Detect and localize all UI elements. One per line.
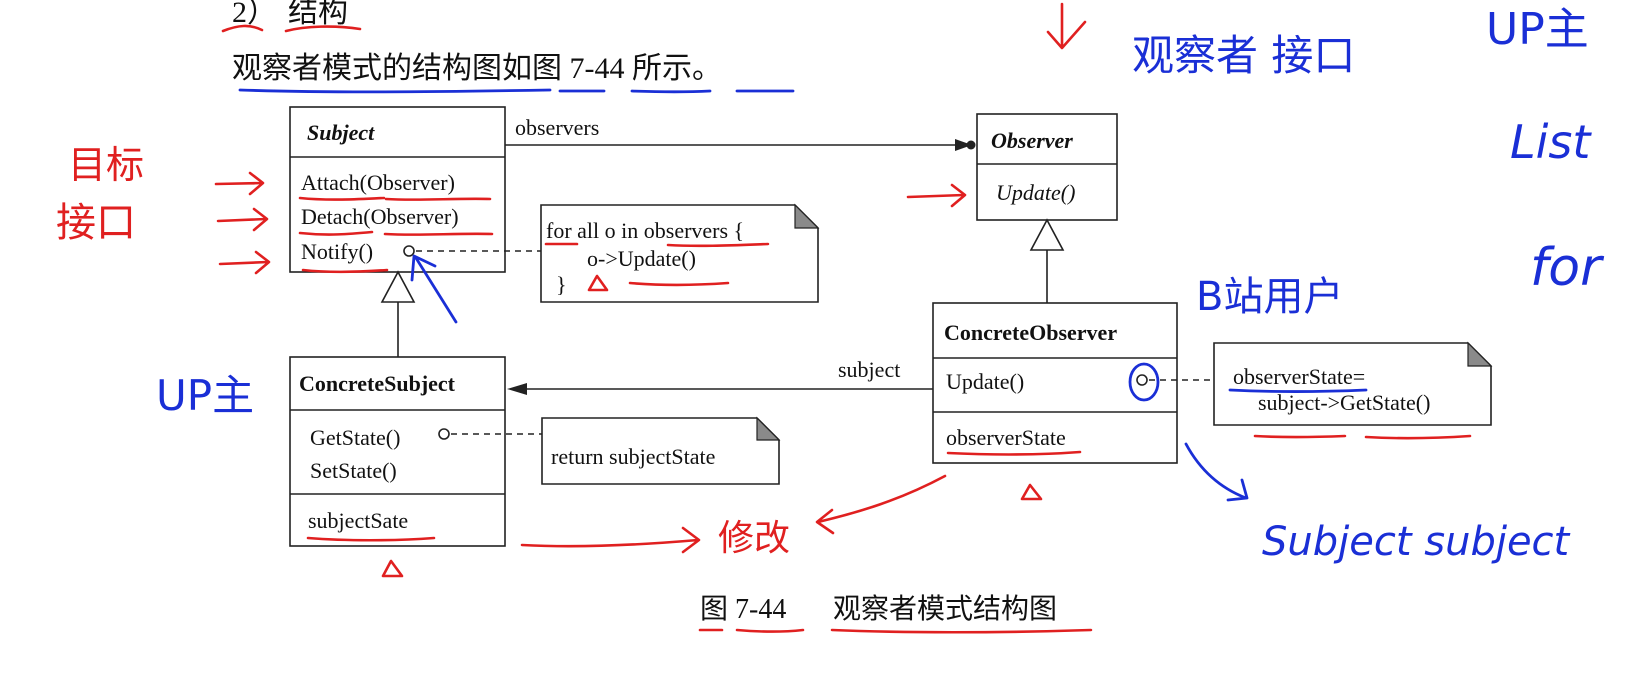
concrete-subject-class: ConcreteSubject GetState() SetState() su… (289, 356, 506, 547)
observer-class: Observer Update() (976, 113, 1118, 221)
subject-class-name: Subject (307, 120, 375, 145)
note-notify-connector (403, 245, 541, 257)
annotation-up-left: UP主 (156, 371, 254, 420)
concrete-observer-class-name: ConcreteObserver (944, 320, 1117, 345)
intro-text: 观察者模式的结构图如图 7-44 所示。 (232, 52, 722, 85)
subject-class: Subject Attach(Observer) Detach(Observer… (289, 106, 506, 273)
blue-annotations (238, 88, 1368, 502)
concrete-observer-class: ConcreteObserver Update() observerState (932, 302, 1178, 464)
concrete-subject-field-state: subjectSate (308, 508, 408, 533)
section-number: 2） (232, 0, 277, 29)
note-notify-line-2: o->Update() (587, 246, 696, 271)
red-down-arrow-top (1046, 2, 1087, 50)
concrete-observer-method-update: Update() (946, 369, 1024, 394)
section-title: 结构 (288, 0, 348, 29)
annotation-for: for (1530, 238, 1605, 298)
concrete-observer-field-state: observerState (946, 425, 1066, 450)
concrete-subject-method-getstate: GetState() (310, 425, 400, 450)
note-getstate-connector (438, 428, 542, 440)
figure-number: 图 7-44 (700, 594, 786, 625)
note-update: observerState= subject->GetState() (1213, 341, 1493, 426)
annotation-interface: 接口 (56, 200, 136, 246)
note-notify-line-1: for all o in observers { (546, 218, 744, 243)
inheritance-concrete-subject (380, 270, 416, 357)
observer-class-name: Observer (991, 128, 1073, 153)
red-annotations (214, 24, 1472, 634)
annotation-observer-interface: 观察者 接口 (1132, 31, 1355, 80)
note-getstate-line-1: return subjectState (551, 444, 715, 469)
observers-association: observers (505, 115, 976, 151)
concrete-subject-class-name: ConcreteSubject (299, 371, 456, 396)
figure-caption: 观察者模式结构图 (833, 593, 1057, 625)
annotation-b-user: B站用户 (1196, 274, 1343, 320)
observer-method-update: Update() (996, 180, 1075, 205)
note-getstate: return subjectState (541, 416, 781, 485)
subject-association-label: subject (838, 357, 900, 382)
annotation-up-top: UP主 (1486, 4, 1589, 55)
subject-method-attach: Attach(Observer) (301, 170, 455, 195)
annotation-subject-subject: Subject subject (1262, 519, 1571, 565)
annotation-list: List (1510, 115, 1592, 169)
concrete-subject-method-setstate: SetState() (310, 458, 397, 483)
subject-method-detach: Detach(Observer) (301, 204, 459, 229)
annotation-target: 目标 (68, 143, 144, 187)
note-notify: for all o in observers { o->Update() } (540, 203, 820, 303)
note-update-line-2: subject->GetState() (1258, 390, 1430, 415)
note-notify-line-3: } (556, 272, 567, 297)
observers-association-label: observers (515, 115, 599, 140)
note-update-line-1: observerState= (1233, 364, 1365, 389)
subject-association: subject (507, 357, 933, 395)
inheritance-concrete-observer (1029, 218, 1065, 303)
note-update-connector (1136, 374, 1214, 386)
subject-method-notify: Notify() (301, 239, 373, 264)
annotation-modify: 修改 (718, 518, 790, 559)
